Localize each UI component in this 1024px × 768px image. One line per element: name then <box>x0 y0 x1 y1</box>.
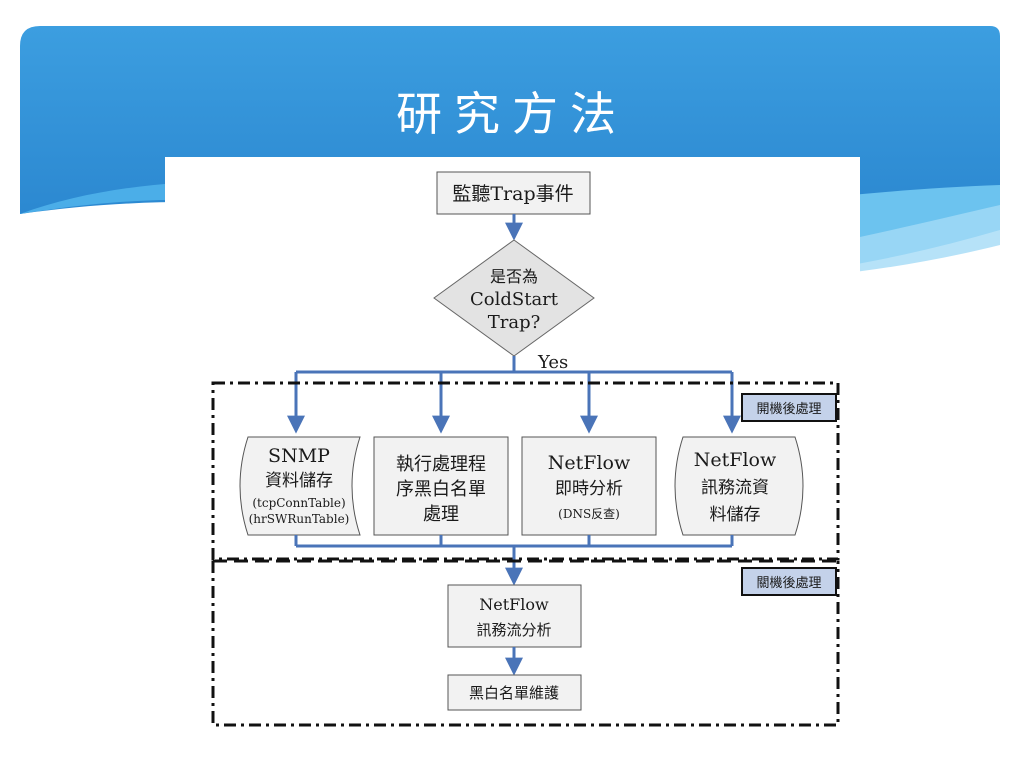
group-shutdown-tag <box>741 567 837 596</box>
yes-label: Yes <box>537 352 568 373</box>
netflow-realtime-label-2: 即時分析 <box>555 479 623 499</box>
decision-label-1: 是否為 <box>490 267 538 286</box>
group-shutdown-frame-sides <box>211 561 840 727</box>
snmp-label-1: SNMP <box>268 445 330 467</box>
snmp-label-3: (tcpConnTable) <box>252 496 345 510</box>
netflow-store-node <box>674 436 804 536</box>
netflow-realtime-label-1: NetFlow <box>548 452 631 474</box>
snmp-node <box>239 436 361 536</box>
netflow-store-label-3: 料儲存 <box>710 505 761 525</box>
netflow-analysis-label-2: 訊務流分析 <box>476 621 551 639</box>
maintain-node <box>447 674 582 711</box>
netflow-realtime-label-3: (DNS反查) <box>558 507 620 521</box>
netflow-realtime-node <box>521 436 657 536</box>
netflow-analysis-node <box>447 584 582 648</box>
start-node <box>436 171 591 215</box>
process-label-2: 序黑白名單 <box>396 479 486 500</box>
process-label-3: 處理 <box>423 504 459 525</box>
netflow-store-label-2: 訊務流資 <box>701 478 769 498</box>
netflow-store-label-1: NetFlow <box>694 449 777 471</box>
process-label-1: 執行處理程 <box>396 454 486 475</box>
process-node <box>373 436 509 536</box>
netflow-analysis-label-1: NetFlow <box>479 595 549 614</box>
snmp-label-4: (hrSWRunTable) <box>249 512 350 526</box>
decision-label-3: Trap? <box>488 312 541 333</box>
group-startup-tag <box>741 393 837 422</box>
snmp-label-2: 資料儲存 <box>265 471 333 491</box>
slide-title: 研究方法 <box>396 87 628 141</box>
maintain-label: 黑白名單維護 <box>469 684 559 702</box>
decision-label-2: ColdStart <box>470 289 559 310</box>
start-node-label: 監聽Trap事件 <box>452 183 573 205</box>
group-startup-tag-label: 開機後處理 <box>756 402 821 417</box>
group-shutdown-tag-label: 關機後處理 <box>756 576 821 591</box>
